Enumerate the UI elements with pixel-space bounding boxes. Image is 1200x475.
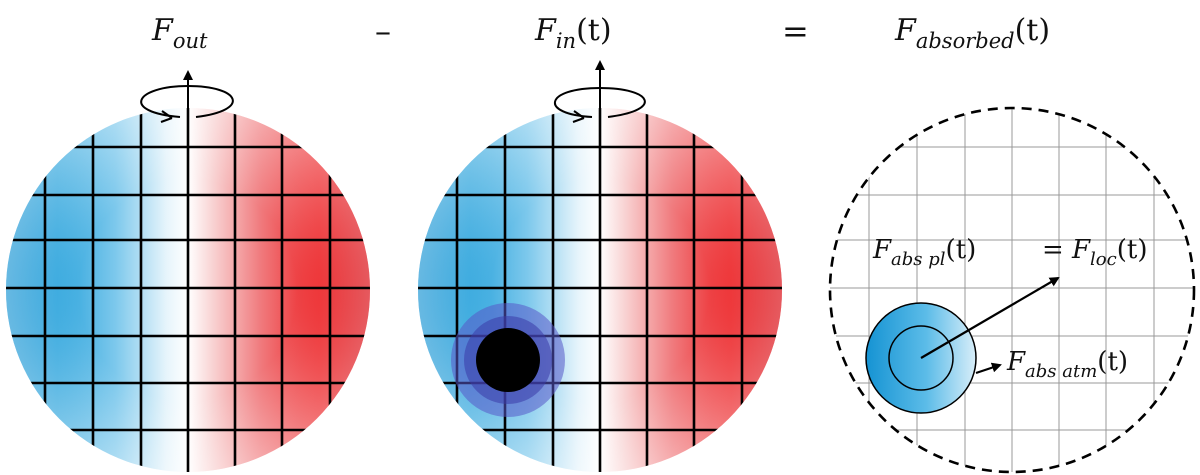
arrow-pointer-icon [920,276,1060,359]
flux-loc-label: Floc(t) [1071,235,1147,270]
planet-disk-icon [451,303,565,417]
flux-in-label: Fin(t) [534,13,612,53]
flux-abs-pl-label: Fabs pl(t) [872,235,976,270]
flux-absorbed-label: Fabsorbed(t) [894,13,1050,53]
equals-sign: = [1042,235,1064,265]
absorbed-planet-region [888,325,954,391]
star-out-of-transit [6,70,370,472]
flux-abs-atm-label: Fabs atm(t) [1006,347,1128,382]
star-in-transit [418,60,782,472]
equation-row: Fout – Fin(t) = Fabsorbed(t) [151,12,1050,53]
minus-operator: – [375,12,391,50]
flux-out-label: Fout [151,13,208,53]
rotation-axis-icon [140,70,234,123]
arrow-pointer-icon [975,362,1002,375]
stellar-outline-dashed [828,106,1196,474]
equals-operator: = [782,12,809,50]
planet-body [476,328,540,392]
rotation-axis-icon [554,60,646,123]
residual-grid [830,108,1194,472]
absorbed-flux-panel: Fabs pl(t) = Floc(t) Fabs atm(t) [828,106,1196,474]
